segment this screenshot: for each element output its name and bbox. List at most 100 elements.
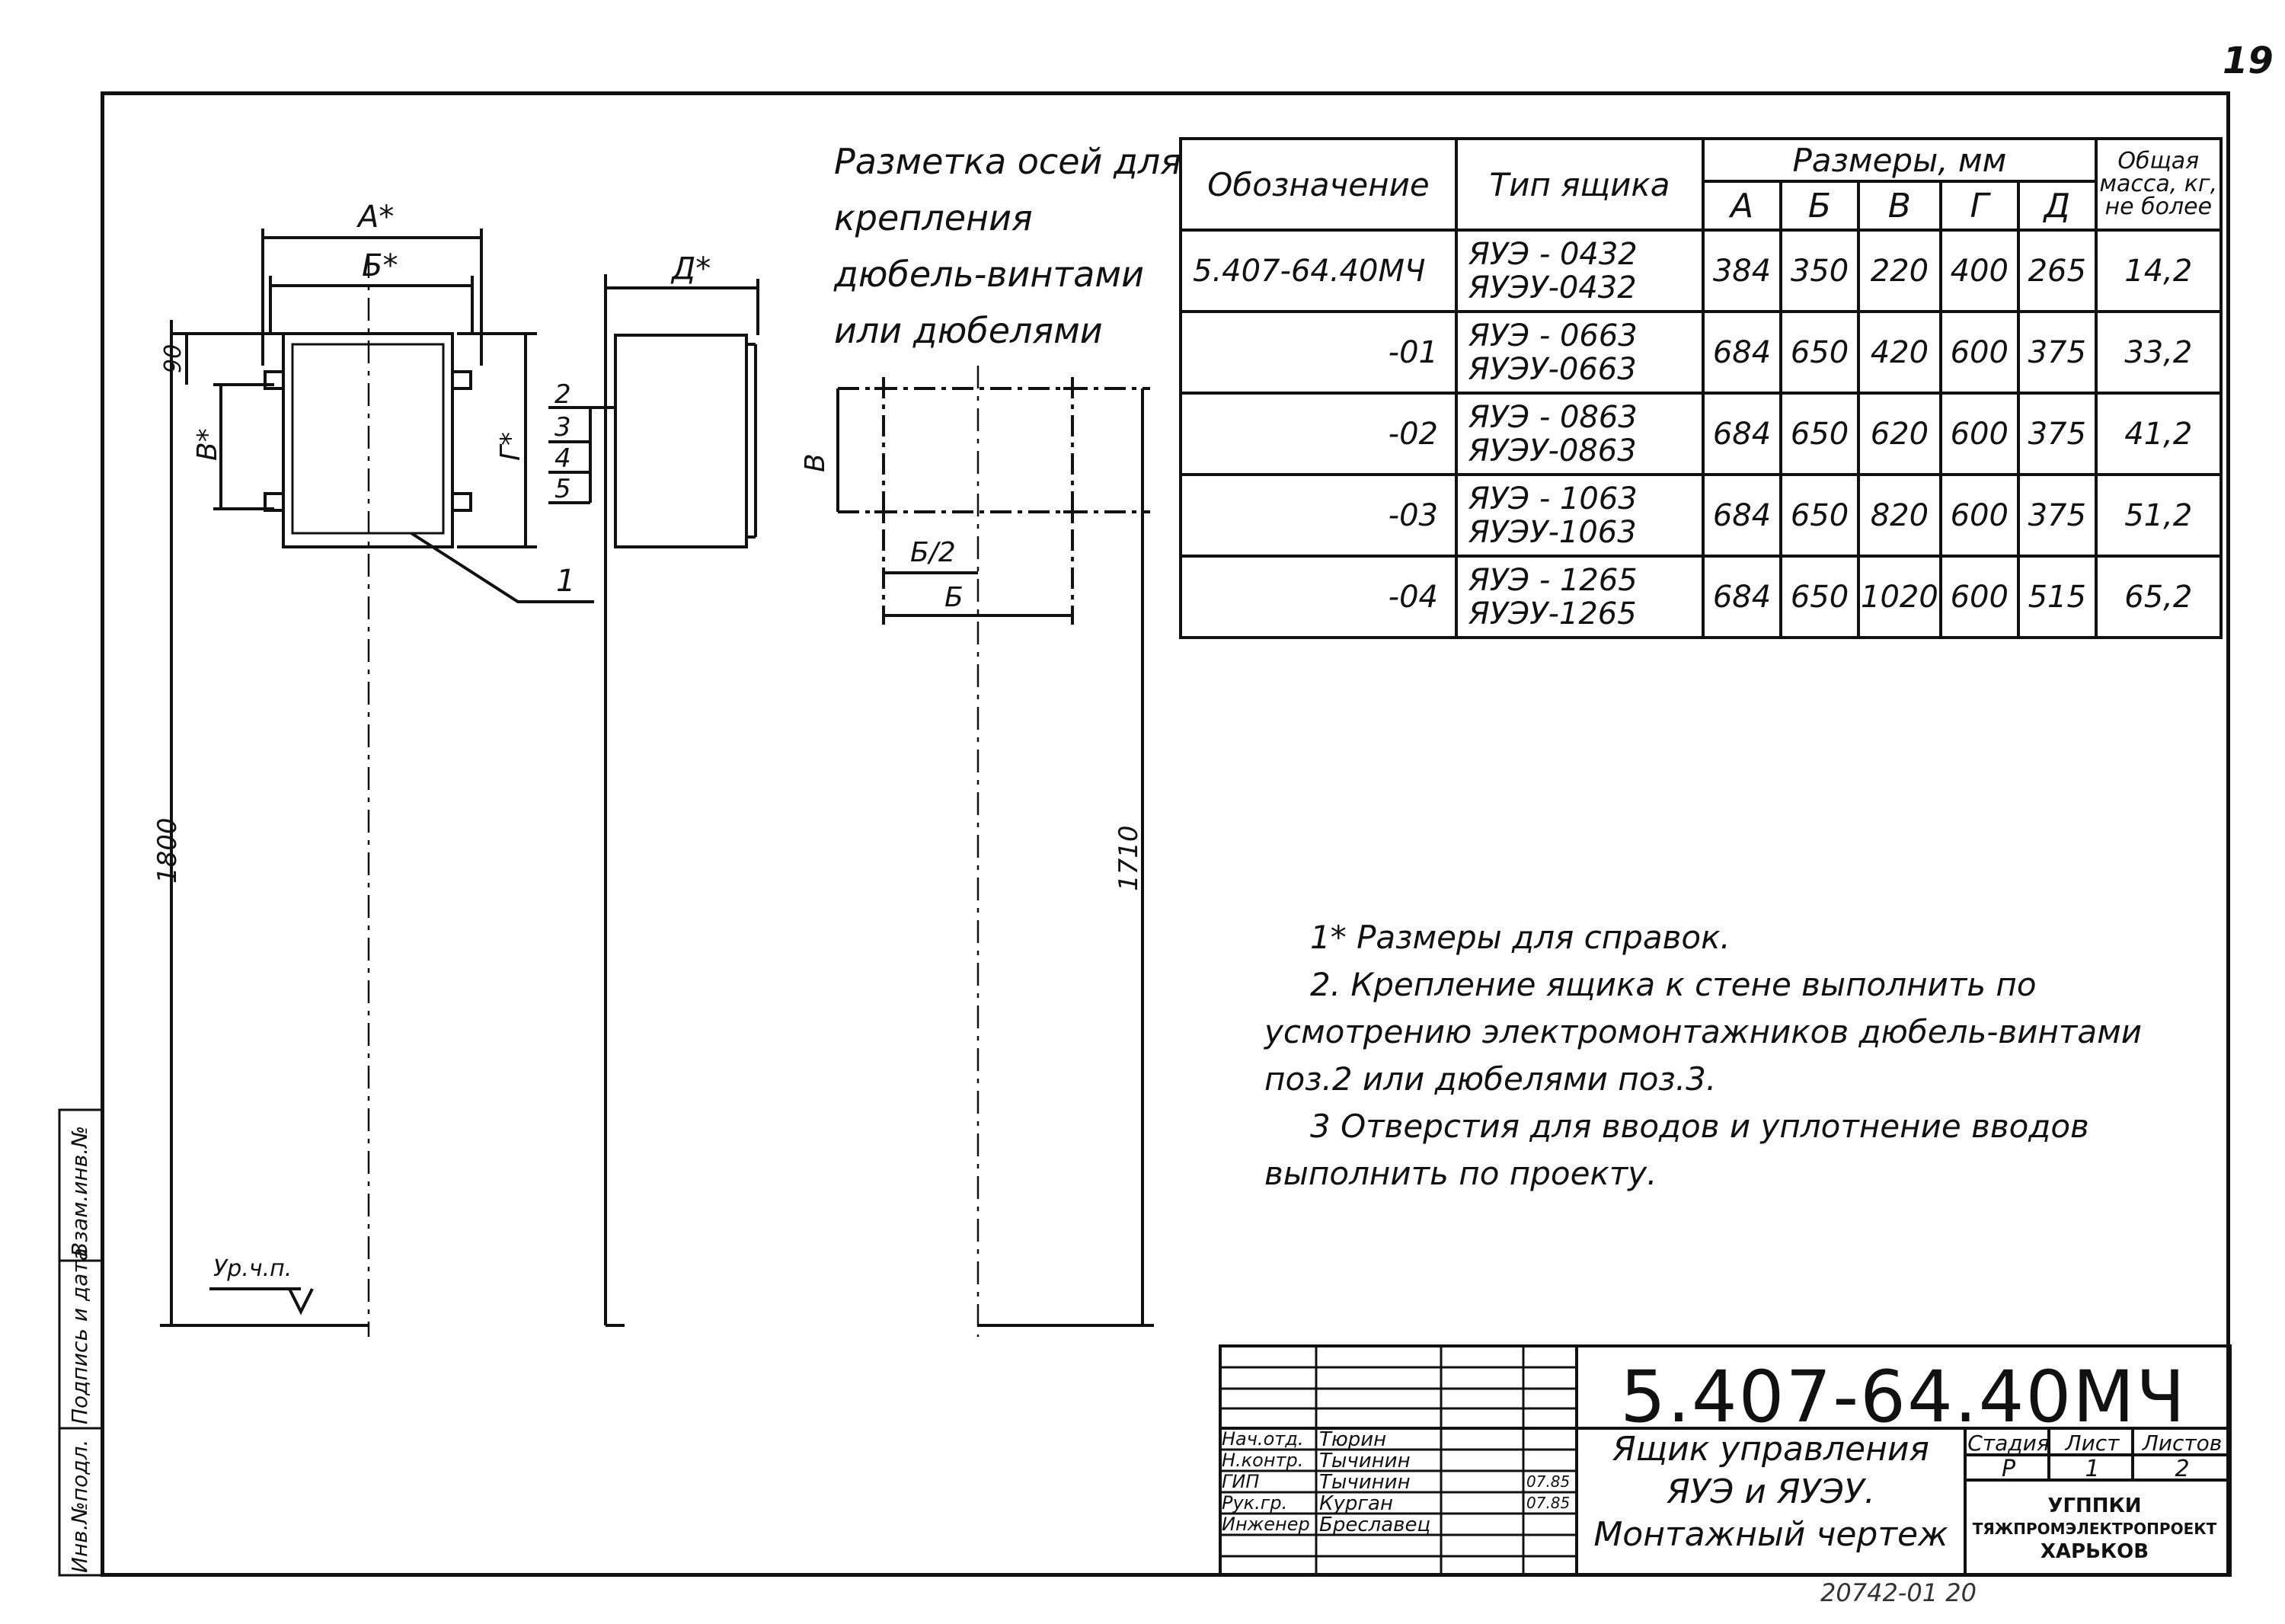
sig-name: Тычинин bbox=[1319, 1471, 1411, 1494]
sig-name: Бреславец bbox=[1319, 1514, 1431, 1536]
bracket-bottom-right bbox=[451, 492, 472, 512]
side-label-replace: Взам.инв.№ bbox=[67, 1125, 92, 1257]
callout-pos-5: 5 bbox=[554, 474, 571, 504]
label-dim-d: Д* bbox=[672, 251, 711, 286]
type-line: ЯУЭ - 1265 bbox=[1468, 562, 1638, 598]
cell-g: 600 bbox=[1938, 392, 2020, 476]
label-axis-v: В bbox=[800, 453, 831, 472]
cell-designation: -03 bbox=[1179, 473, 1458, 558]
side-strip: Инв.№подл. Подпись и дата Взам.инв.№ bbox=[58, 1108, 104, 1577]
label-level-mark: Ур.ч.п. bbox=[213, 1255, 292, 1282]
sig-name: Тычинин bbox=[1319, 1450, 1411, 1472]
cell-g: 600 bbox=[1938, 310, 2020, 395]
cell-v: 620 bbox=[1857, 392, 1942, 476]
type-line: ЯУЭ - 0432 bbox=[1468, 236, 1638, 272]
cell-b: 650 bbox=[1779, 392, 1860, 476]
cell-v: 420 bbox=[1857, 310, 1942, 395]
document-code: 5.407-64.40МЧ bbox=[1620, 1356, 2187, 1439]
cell-d: 265 bbox=[2016, 229, 2098, 313]
sheets-label: Листов bbox=[2142, 1431, 2223, 1456]
cell-v: 220 bbox=[1857, 229, 1942, 313]
note-1: 1* Размеры для справок. bbox=[1310, 919, 1731, 956]
box-side-outline bbox=[614, 334, 748, 548]
box-sizes-table: Обозначение Тип ящика Размеры, мм Общая … bbox=[1179, 137, 2223, 639]
label-dim-1800: 1800 bbox=[152, 817, 183, 884]
page-number: 19 bbox=[2223, 40, 2274, 82]
header-sizes: Размеры, мм bbox=[1702, 137, 2098, 183]
header-col-d: Д bbox=[2016, 180, 2098, 232]
label-dim-90: 90 bbox=[160, 344, 187, 373]
drawing-frame bbox=[101, 91, 2230, 1577]
type-line: ЯУЭУ-0663 bbox=[1468, 351, 1637, 387]
side-label-inv: Инв.№подл. bbox=[67, 1439, 92, 1573]
type-line: ЯУЭУ-0432 bbox=[1468, 270, 1637, 305]
bracket-top-left bbox=[264, 370, 285, 390]
cell-g: 400 bbox=[1938, 229, 2020, 313]
cell-designation: -04 bbox=[1179, 555, 1458, 639]
sig-role: ГИП bbox=[1222, 1471, 1260, 1492]
cell-mass: 33,2 bbox=[2094, 310, 2223, 395]
type-line: ЯУЭ - 1063 bbox=[1468, 481, 1638, 516]
sig-name: Тюрин bbox=[1319, 1428, 1387, 1451]
cell-d: 515 bbox=[2016, 555, 2098, 639]
sig-role: Рук.гр. bbox=[1222, 1492, 1288, 1514]
header-col-v: В bbox=[1857, 180, 1942, 232]
type-line: ЯУЭ - 0863 bbox=[1468, 399, 1638, 435]
cell-v: 820 bbox=[1857, 473, 1942, 558]
label-dim-b: Б* bbox=[362, 248, 398, 283]
label-axis-b: Б bbox=[944, 582, 964, 613]
label-dim-v: В* bbox=[192, 428, 223, 461]
sheet-value: 1 bbox=[2085, 1456, 2100, 1482]
note-3: 3 Отверстия для вводов и уплотнение ввод… bbox=[1264, 1108, 2089, 1192]
header-col-a: А bbox=[1702, 180, 1782, 232]
type-line: ЯУЭУ-1063 bbox=[1468, 514, 1637, 550]
cell-a: 684 bbox=[1702, 392, 1782, 476]
header-mass: Общая масса, кг, не более bbox=[2094, 137, 2223, 232]
type-line: ЯУЭУ-1265 bbox=[1468, 596, 1637, 631]
side-label-signature: Подпись и дата bbox=[67, 1248, 92, 1424]
cell-a: 684 bbox=[1702, 555, 1782, 639]
stage-label: Стадия bbox=[1967, 1431, 2050, 1456]
leader-callout-1 bbox=[410, 532, 594, 603]
sheet-label: Лист bbox=[2065, 1431, 2120, 1456]
cell-d: 375 bbox=[2016, 473, 2098, 558]
cell-a: 684 bbox=[1702, 473, 1782, 558]
cell-b: 650 bbox=[1779, 555, 1860, 639]
label-axis-half-b: Б/2 bbox=[910, 537, 956, 568]
cell-mass: 41,2 bbox=[2094, 392, 2223, 476]
title-block-grid bbox=[1219, 1344, 2232, 1577]
cell-a: 384 bbox=[1702, 229, 1782, 313]
callout-pos-3: 3 bbox=[554, 412, 571, 443]
cell-mass: 51,2 bbox=[2094, 473, 2223, 558]
type-line: ЯУЭУ-0863 bbox=[1468, 433, 1637, 468]
marking-caption: Разметка осей для крепления дюбель-винта… bbox=[834, 141, 1181, 351]
label-dim-a: А* bbox=[358, 200, 395, 235]
type-line: ЯУЭ - 0663 bbox=[1468, 318, 1638, 353]
cell-a: 684 bbox=[1702, 310, 1782, 395]
sig-role: Нач.отд. bbox=[1222, 1428, 1304, 1450]
bottom-reference: 20742-01 20 bbox=[1820, 1578, 1977, 1607]
note-2: 2. Крепление ящика к стене выполнить по … bbox=[1264, 966, 2143, 1098]
sig-role: Н.контр. bbox=[1222, 1450, 1304, 1471]
header-designation: Обозначение bbox=[1179, 137, 1458, 232]
label-dim-1710: 1710 bbox=[1114, 825, 1144, 891]
organization: УГППКИ ТЯЖПРОМЭЛЕКТРОПРОЕКТ ХАРЬКОВ bbox=[1961, 1495, 2228, 1563]
header-box-type: Тип ящика bbox=[1455, 137, 1705, 232]
org-line: ХАРЬКОВ bbox=[2040, 1540, 2149, 1563]
label-dim-g: Г* bbox=[495, 431, 526, 461]
title-line: Монтажный чертеж bbox=[1593, 1515, 1948, 1554]
cell-b: 350 bbox=[1779, 229, 1860, 313]
sig-date: 07.85 bbox=[1526, 1472, 1571, 1491]
cell-designation: 5.407-64.40МЧ bbox=[1179, 229, 1458, 313]
sheets-value: 2 bbox=[2175, 1456, 2190, 1482]
cell-v: 1020 bbox=[1857, 555, 1942, 639]
org-line: ТЯЖПРОМЭЛЕКТРОПРОЕКТ bbox=[1972, 1520, 2217, 1538]
cell-mass: 14,2 bbox=[2094, 229, 2223, 313]
